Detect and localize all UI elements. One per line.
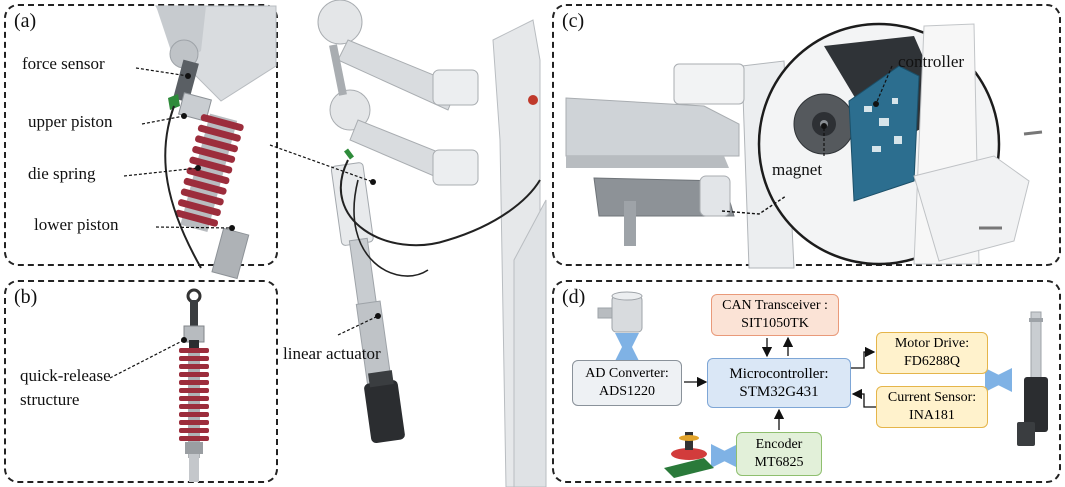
piston-assembly-illustration <box>123 5 277 280</box>
motor-drive-box: Motor Drive: FD6288Q <box>876 332 988 374</box>
can-transceiver-line2: SIT1050TK <box>741 316 809 331</box>
lower-piston-label: lower piston <box>34 215 119 234</box>
magnet-label: magnet <box>772 160 823 179</box>
ad-converter-line2: ADS1220 <box>598 384 655 399</box>
die-spring-label: die spring <box>28 164 96 183</box>
can-transceiver-box: CAN Transceiver : SIT1050TK <box>711 294 839 336</box>
panel-d-letter: (d) <box>562 286 586 308</box>
ad-converter-box: AD Converter: ADS1220 <box>572 360 682 406</box>
panel-b: (b) quick-release structure <box>4 280 278 483</box>
controller-mounting-illustration <box>565 22 1043 269</box>
microcontroller-line2: STM32G431 <box>739 384 819 400</box>
force-sensor-label: force sensor <box>22 54 105 73</box>
block-diagram-connectors <box>597 291 1048 478</box>
linear-actuator-icon <box>1017 311 1048 446</box>
die-spring-coils <box>175 113 244 232</box>
encoder-line2: MT6825 <box>754 455 804 470</box>
microcontroller-line1: Microcontroller: <box>729 366 829 382</box>
motor-drive-line2: FD6288Q <box>903 354 960 369</box>
robot-arm-illustration <box>269 0 547 487</box>
panel-c-letter: (c) <box>562 10 585 32</box>
panel-d: (d) <box>552 280 1061 483</box>
encoder-magnet-icon <box>664 432 714 478</box>
force-sensor-icon <box>597 291 643 333</box>
current-sensor-line1: Current Sensor: <box>887 390 977 405</box>
motor-drive-line1: Motor Drive: <box>894 336 970 351</box>
panel-a-letter: (a) <box>14 10 37 32</box>
panel-c: (c) <box>552 4 1061 269</box>
quick-release-structure-illustration <box>109 288 209 482</box>
controller-label: controller <box>898 52 965 71</box>
upper-piston-label: upper piston <box>28 112 113 131</box>
can-transceiver-line1: CAN Transceiver : <box>722 298 828 313</box>
panel-a: (a) <box>4 4 278 280</box>
current-sensor-line2: INA181 <box>909 408 955 423</box>
encoder-line1: Encoder <box>755 437 803 452</box>
microcontroller-box: Microcontroller: STM32G431 <box>707 358 851 408</box>
quick-release-label-line2: structure <box>20 390 80 409</box>
encoder-box: Encoder MT6825 <box>736 432 822 476</box>
panel-b-letter: (b) <box>14 286 38 308</box>
current-sensor-box: Current Sensor: INA181 <box>876 386 988 428</box>
ad-converter-line1: AD Converter: <box>585 366 669 381</box>
quick-release-label-line1: quick-release <box>20 366 111 385</box>
linear-actuator-label: linear actuator <box>283 344 381 363</box>
